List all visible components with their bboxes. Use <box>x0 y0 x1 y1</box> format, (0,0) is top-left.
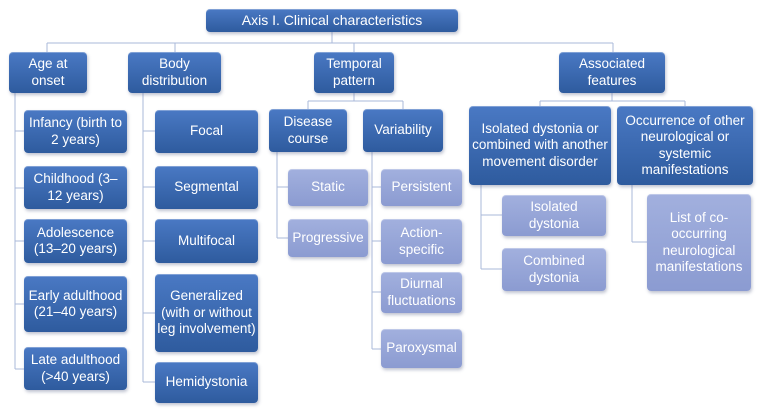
node-isolated-dystonia: Isolated dystonia <box>502 195 606 236</box>
node-adolescence: Adolescence (13–20 years) <box>24 219 127 263</box>
node-root-axis-1: Axis I. Clinical characteristics <box>206 9 458 32</box>
node-childhood: Childhood (3–12 years) <box>24 166 127 209</box>
node-segmental: Segmental <box>155 166 258 209</box>
node-diurnal-fluctuations: Diurnal fluctuations <box>381 272 462 313</box>
node-hemidystonia: Hemidystonia <box>155 362 258 403</box>
node-disease-course: Disease course <box>269 109 347 152</box>
node-occurrence-other: Occurrence of other neurological or syst… <box>617 106 753 185</box>
node-age-at-onset: Age at onset <box>9 52 87 93</box>
node-persistent: Persistent <box>381 169 462 206</box>
node-isolated-or-combined: Isolated dystonia or combined with anoth… <box>469 106 611 185</box>
node-multifocal: Multifocal <box>155 219 258 263</box>
node-focal: Focal <box>155 110 258 153</box>
node-infancy: Infancy (birth to 2 years) <box>24 110 127 153</box>
node-co-occurring-list: List of co-occurring neurological manife… <box>647 194 751 291</box>
node-body-distribution: Body distribution <box>128 52 221 93</box>
node-generalized: Generalized (with or without leg involve… <box>155 274 258 352</box>
node-early-adulthood: Early adulthood (21–40 years) <box>24 276 127 332</box>
node-paroxysmal: Paroxysmal <box>381 329 462 368</box>
node-variability: Variability <box>363 109 443 152</box>
node-late-adulthood: Late adulthood (>40 years) <box>24 347 127 390</box>
node-associated-features: Associated features <box>559 52 665 93</box>
node-temporal-pattern: Temporal pattern <box>314 52 394 93</box>
node-progressive: Progressive <box>288 219 368 257</box>
node-static: Static <box>288 169 368 206</box>
node-action-specific: Action-specific <box>381 219 462 264</box>
node-combined-dystonia: Combined dystonia <box>502 248 606 291</box>
